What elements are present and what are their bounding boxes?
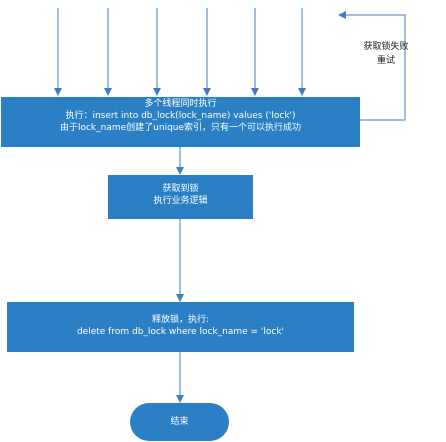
- release-title: 释放锁，执行:: [151, 315, 210, 325]
- business-logic-box: 获取到锁 执行业务逻辑: [108, 175, 253, 219]
- release-sql: delete from db_lock where lock_name = 'l…: [76, 327, 285, 337]
- end-label: 结束: [170, 417, 189, 427]
- business-title: 获取到锁: [162, 184, 199, 194]
- business-action: 执行业务逻辑: [153, 196, 208, 206]
- release-lock-box: 释放锁，执行: delete from db_lock where lock_n…: [7, 302, 354, 352]
- acquire-lock-sql: 执行：insert into db_lock(lock_name) values…: [65, 111, 296, 121]
- end-terminal: 结束: [130, 403, 229, 441]
- acquire-lock-title: 多个线程同时执行: [144, 99, 217, 109]
- retry-note-line1: 获取锁失败: [363, 42, 409, 52]
- retry-note: 获取锁失败 重试: [363, 40, 409, 68]
- retry-arrow: [338, 11, 406, 121]
- acquire-lock-box: 多个线程同时执行 执行：insert into db_lock(lock_nam…: [1, 97, 360, 147]
- retry-note-line2: 重试: [376, 56, 395, 66]
- thread-arrows: [54, 8, 306, 96]
- retry-connector: [338, 11, 406, 121]
- acquire-lock-note: 由于lock_name创建了unique索引，只有一个可以执行成功: [59, 123, 302, 133]
